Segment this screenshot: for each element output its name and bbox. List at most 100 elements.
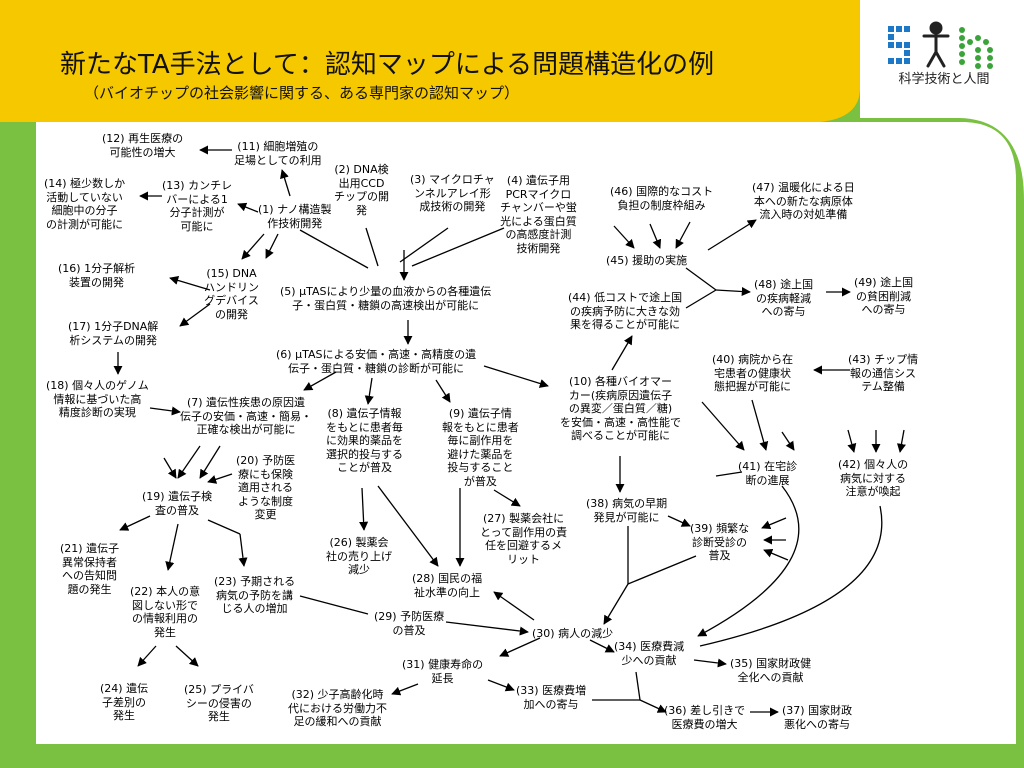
node-8: (8) 遺伝子情報をもとに患者毎に効果的薬品を選択的投与することが普及 — [326, 407, 403, 474]
node-21: (21) 遺伝子異常保持者への告知問題の発生 — [60, 542, 120, 596]
link-6-9 — [435, 379, 451, 403]
node-16: (16) 1分子解析装置の開発 — [58, 262, 136, 289]
link-8-26 — [359, 487, 369, 531]
node-46: (46) 国際的なコスト負担の制度枠組み — [610, 185, 714, 212]
link-22-25 — [175, 645, 199, 667]
link-30-34 — [589, 639, 615, 653]
node-1: (1) ナノ構造製作技術開発 — [258, 203, 332, 230]
link-1-11 — [280, 169, 291, 197]
node-40: (40) 病院から在宅患者の健康状態把握が可能に — [712, 353, 794, 393]
link-46-45a — [613, 225, 635, 249]
node-36: (36) 差し引きで医療費の増大 — [664, 704, 746, 731]
link-19-23b — [238, 533, 248, 567]
node-27: (27) 製薬会社にとって副作用の責任を回避するメリット — [480, 512, 568, 566]
link-x-42c — [896, 429, 906, 453]
link-6-7 — [303, 371, 337, 391]
node-33: (33) 医療費増加への寄与 — [516, 684, 587, 711]
yellow-title-band — [0, 0, 860, 122]
link-10-44 — [611, 335, 633, 371]
node-3: (3) マイクロチャンネルアレイ形成技術の開発 — [410, 173, 495, 213]
link-30-28 — [493, 591, 535, 621]
link-39-junction — [627, 555, 697, 585]
link-46-45c — [675, 221, 691, 249]
node-48: (48) 途上国の疾病軽減への寄与 — [754, 278, 814, 318]
link-29-30 — [445, 621, 529, 636]
node-18: (18) 個々人のゲノム情報に基づいた高精度診断の実現 — [46, 379, 149, 419]
link-junction-48 — [715, 286, 751, 297]
node-22: (22) 本人の意図しない形での情報利用の発生 — [130, 585, 201, 639]
node-38: (38) 病気の早期発見が可能に — [586, 497, 668, 524]
node-20: (20) 予防医療にも保険適用されるような制度変更 — [236, 454, 296, 521]
link-38-39 — [667, 515, 691, 527]
logo-caption: 科学技術と人間 — [898, 72, 990, 87]
node-26: (26) 製薬会社の売り上げ減少 — [326, 536, 392, 576]
node-28: (28) 国民の福祉水準の向上 — [412, 572, 483, 599]
link-7-19a — [177, 445, 201, 479]
header-white-area — [860, 0, 1024, 200]
link-15-17 — [179, 303, 211, 327]
link-23-29 — [299, 595, 369, 615]
link-x-39c — [763, 548, 789, 561]
link-x-39a — [761, 517, 787, 530]
node-39: (39) 頻繁な診断受診の普及 — [690, 522, 750, 562]
node-14: (14) 極少数しか活動していない細胞中の分子の計測が可能に — [44, 177, 126, 231]
link-4-5 — [411, 227, 505, 267]
content-panel — [36, 122, 1016, 744]
page-subtitle: （バイオチップの社会影響に関する、ある専門家の認知マップ） — [84, 84, 520, 102]
node-31: (31) 健康寿命の延長 — [402, 658, 484, 685]
node-42: (42) 個々人の病気に対する注意が喚起 — [838, 458, 909, 498]
link-3-5 — [399, 227, 449, 263]
node-23: (23) 予期される病気の予防を講じる人の増加 — [214, 575, 296, 615]
page-title: 新たなTA手法として：認知マップによる問題構造化の例 — [60, 50, 715, 80]
link-9-27 — [493, 489, 521, 507]
node-30: (30) 病人の減少 — [532, 627, 614, 640]
node-45: (45) 援助の実施 — [606, 254, 688, 267]
node-11: (11) 細胞増殖の足場としての利用 — [234, 140, 322, 167]
link-18-7 — [149, 406, 181, 416]
link-7-19c — [163, 457, 177, 479]
link-34-35 — [693, 658, 727, 668]
link-x-42a — [847, 429, 857, 453]
link-10-41 — [701, 401, 745, 451]
link-30-31 — [499, 637, 541, 657]
node-12: (12) 再生医療の可能性の増大 — [102, 132, 184, 159]
node-47: (47) 温暖化による日本への新たな病原体流入時の対処準備 — [752, 181, 855, 221]
link-8-28 — [377, 485, 439, 567]
link-20-19 — [207, 473, 233, 484]
link-6-10 — [483, 365, 549, 388]
link-31-32 — [391, 683, 419, 696]
node-9: (9) 遺伝子情報をもとに患者毎に副作用を避けた薬品を投与することが普及 — [442, 407, 519, 488]
link-19-23a — [207, 519, 241, 535]
link-41-38 — [715, 471, 743, 477]
link-45-47 — [707, 219, 757, 251]
link-junction-30 — [603, 583, 629, 625]
node-24: (24) 遺伝子差別の発生 — [100, 682, 149, 722]
node-7: (7) 遺伝性疾患の原因遺伝子の安価・高速・簡易・正確な検出が可能に — [180, 396, 312, 436]
node-17: (17) 1分子DNA解析システムの開発 — [68, 320, 159, 347]
link-1-15 — [241, 233, 265, 260]
node-25: (25) プライバシーの侵害の発生 — [184, 683, 254, 723]
link-1-13 — [237, 202, 259, 213]
link-31-33 — [487, 679, 515, 692]
node-5: (5) μTASにより少量の血液からの各種遺伝子・蛋白質・糖鎖の高速検出が可能に — [280, 285, 492, 312]
link-19-22 — [165, 523, 179, 571]
node-29: (29) 予防医療の普及 — [374, 610, 445, 637]
link-15-16 — [169, 275, 211, 291]
node-10: (10) 各種バイオマーカー(疾病原因遺伝子の異変／蛋白質／糖)を安価・高速・高… — [560, 375, 681, 442]
link-46-45b — [649, 223, 662, 249]
node-44: (44) 低コストで途上国の疾病予防に大きな効果を得ることが可能に — [568, 291, 683, 331]
stp-logo-icon — [888, 21, 993, 69]
link-6-8 — [364, 377, 374, 405]
link-1-5 — [299, 229, 369, 269]
node-37: (37) 国家財政悪化への寄与 — [782, 704, 853, 731]
node-6: (6) μTASによる安価・高速・高精度の遺伝子・蛋白質・糖鎖の診断が可能に — [276, 348, 477, 375]
node-34: (34) 医療費減少への貢献 — [614, 640, 685, 667]
link-44-junction — [685, 289, 717, 309]
node-43: (43) チップ情報の通信システム整備 — [848, 353, 919, 393]
link-junction-36 — [639, 699, 667, 713]
link-x-41 — [781, 431, 795, 451]
